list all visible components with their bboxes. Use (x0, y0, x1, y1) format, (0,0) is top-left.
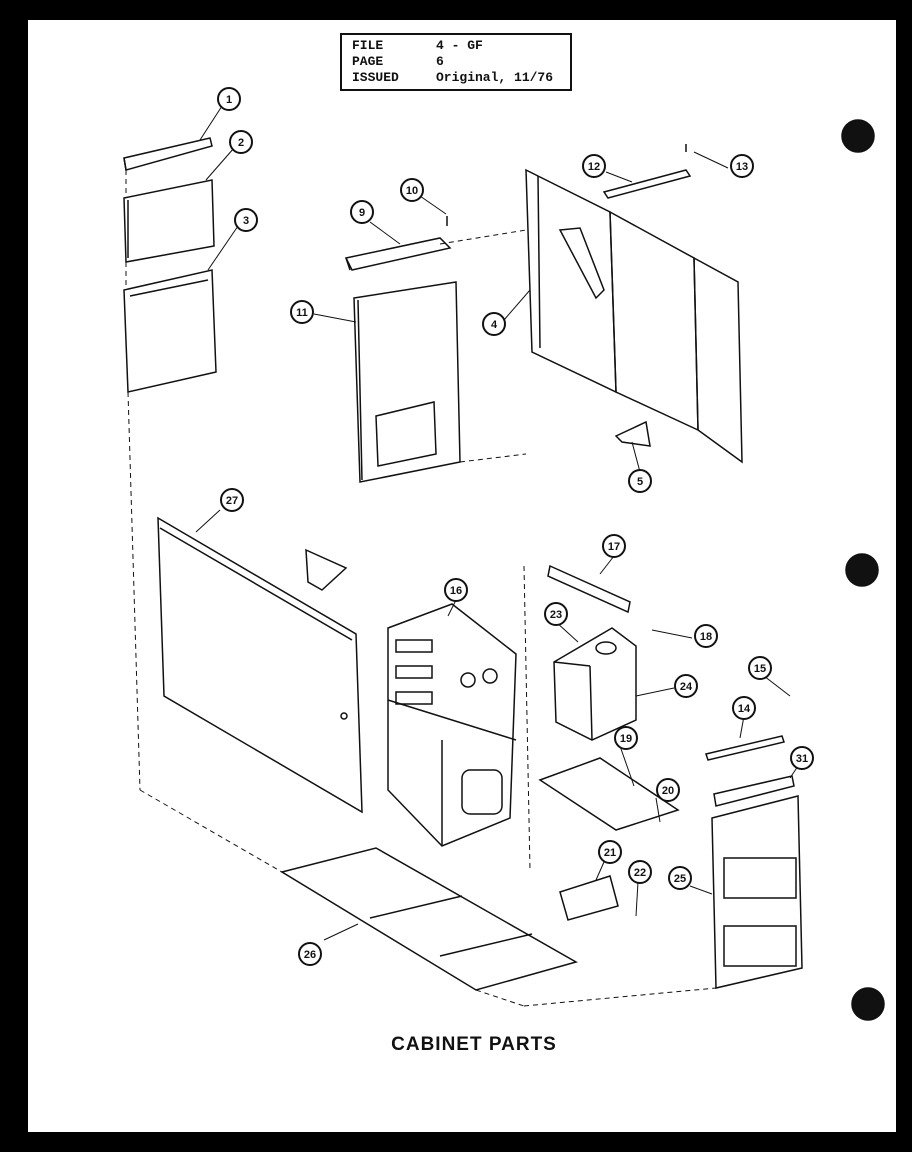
callout-1: 1 (217, 87, 241, 111)
callout-number: 24 (680, 681, 693, 693)
page-row: PAGE 6 (352, 54, 570, 70)
callout-number: 12 (588, 161, 600, 173)
callout-18: 18 (694, 624, 718, 648)
part-11-door-panel (353, 281, 461, 483)
page-label: PAGE (352, 54, 384, 69)
file-label: FILE (352, 38, 384, 53)
callout-31: 31 (790, 746, 814, 770)
callout-17: 17 (602, 534, 626, 558)
callout-14: 14 (732, 696, 756, 720)
callout-number: 16 (450, 585, 462, 597)
callout-number: 20 (662, 785, 674, 797)
binder-hole-middle (845, 553, 879, 587)
callout-24: 24 (674, 674, 698, 698)
page-value: 6 (436, 54, 444, 69)
part-27-bracket (305, 548, 348, 591)
callout-4: 4 (482, 312, 506, 336)
diagram-caption: CABINET PARTS (391, 1034, 557, 1055)
part-5-clip (614, 420, 651, 447)
callout-number: 17 (608, 541, 620, 553)
callout-number: 18 (700, 631, 712, 643)
part-31-bracket (713, 775, 795, 807)
assembly-dash-lines (125, 170, 717, 1007)
callout-number: 21 (604, 847, 616, 859)
callout-number: 15 (754, 663, 766, 675)
part-26-base-tray (280, 847, 578, 991)
part-16-heat-exchanger (387, 603, 517, 847)
file-info-box: FILE 4 - GF PAGE 6 ISSUED Original, 11/7… (340, 33, 572, 91)
part-17-bracket (547, 564, 631, 614)
callout-12: 12 (582, 154, 606, 178)
part-12-strip (602, 169, 692, 199)
callout-23: 23 (544, 602, 568, 626)
callout-number: 22 (634, 867, 646, 879)
callout-number: 3 (243, 215, 249, 227)
file-value: 4 - GF (436, 38, 483, 53)
part-14-strip (705, 735, 785, 761)
callout-21: 21 (598, 840, 622, 864)
callout-16: 16 (444, 578, 468, 602)
callout-19: 19 (614, 726, 638, 750)
callout-number: 23 (550, 609, 562, 621)
leader-lines (195, 105, 799, 941)
part-19-shelf (538, 757, 680, 831)
callout-10: 10 (400, 178, 424, 202)
callout-15: 15 (748, 656, 772, 680)
issued-row: ISSUED Original, 11/76 (352, 70, 570, 86)
part-21-cover (559, 875, 619, 921)
callout-27: 27 (220, 488, 244, 512)
part-3-panel (123, 269, 217, 393)
callout-number: 9 (359, 207, 365, 219)
callout-20: 20 (656, 778, 680, 802)
callout-number: 11 (296, 307, 308, 319)
callout-number: 4 (491, 319, 498, 331)
callout-5: 5 (628, 469, 652, 493)
callout-number: 2 (238, 137, 244, 149)
callout-number: 31 (796, 753, 808, 765)
callout-3: 3 (234, 208, 258, 232)
part-9-bracket (344, 237, 452, 271)
callout-number: 13 (736, 161, 748, 173)
callout-25: 25 (668, 866, 692, 890)
callout-number: 27 (226, 495, 238, 507)
binder-hole-bottom (851, 987, 885, 1021)
binder-hole-top (841, 119, 875, 153)
part-24-junction-box (553, 627, 637, 741)
part-27-side-panel (157, 516, 363, 814)
callout-number: 26 (304, 949, 316, 961)
callout-number: 25 (674, 873, 686, 885)
drawing-sheet (28, 20, 896, 1132)
file-row: FILE 4 - GF (352, 38, 570, 54)
callout-13: 13 (730, 154, 754, 178)
callout-2: 2 (229, 130, 253, 154)
callout-9: 9 (350, 200, 374, 224)
callout-number: 14 (738, 703, 751, 715)
callout-11: 11 (290, 300, 314, 324)
callout-number: 5 (637, 476, 643, 488)
part-25-front-grille (711, 795, 803, 989)
issued-label: ISSUED (352, 70, 399, 85)
callout-number: 19 (620, 733, 632, 745)
callout-26: 26 (298, 942, 322, 966)
part-1-top-strip (123, 137, 213, 171)
callout-number: 1 (226, 94, 232, 106)
callout-number: 10 (406, 185, 418, 197)
part-2-filter (123, 179, 215, 263)
part-4-side-panel (525, 168, 743, 464)
callout-22: 22 (628, 860, 652, 884)
issued-value: Original, 11/76 (436, 70, 554, 85)
